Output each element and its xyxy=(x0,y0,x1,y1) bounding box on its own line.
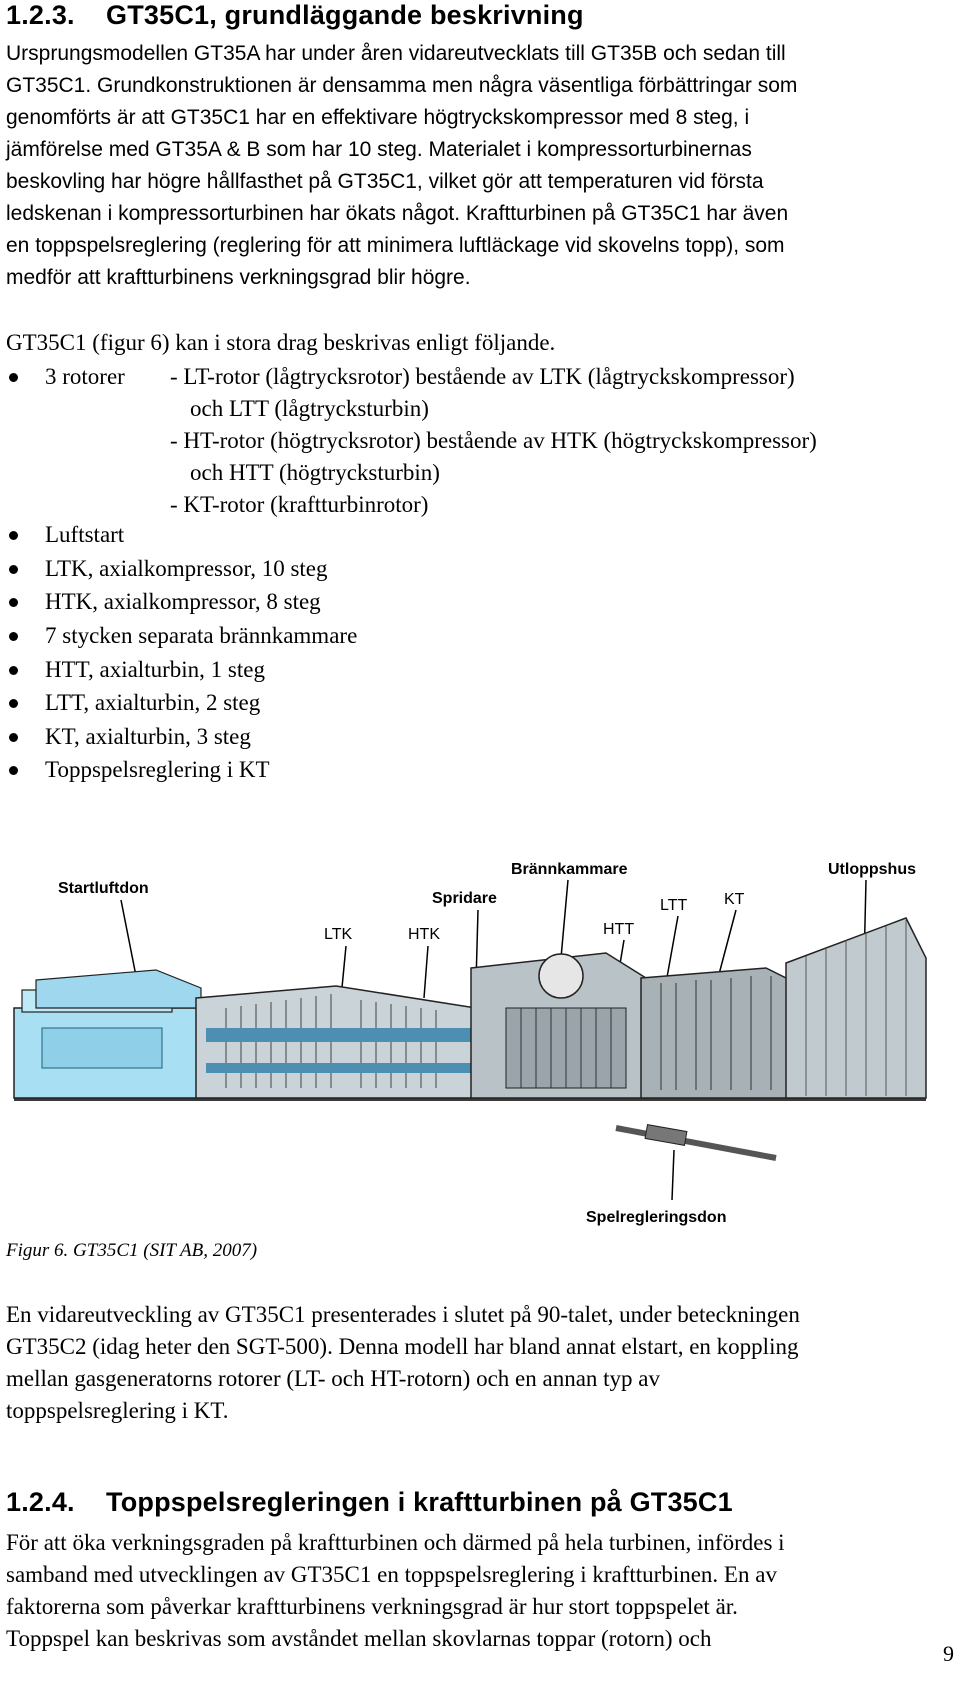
bullet-item: HTK, axialkompressor, 8 steg xyxy=(45,589,321,614)
bullet-dot xyxy=(9,733,18,742)
section-title: GT35C1, grundläggande beskrivning xyxy=(106,0,584,30)
page-number: 9 xyxy=(943,1641,954,1666)
label-ltk: LTK xyxy=(324,926,352,943)
bullet-item: 7 stycken separata brännkammare xyxy=(45,623,358,648)
figure-caption: Figur 6. GT35C1 (SIT AB, 2007) xyxy=(6,1240,258,1261)
paragraph-line: GT35C1. Grundkonstruktionen är densamma … xyxy=(6,74,798,97)
paragraph-line: toppspelsreglering i KT. xyxy=(6,1398,229,1423)
section-number: 1.2.3. xyxy=(6,0,75,30)
paragraph-line: genomförts är att GT35C1 har en effektiv… xyxy=(6,106,750,129)
bullet-dot xyxy=(9,699,18,708)
rotor-label: 3 rotorer xyxy=(45,364,125,389)
paragraph-line: medför att kraftturbinens verkningsgrad … xyxy=(6,266,471,289)
label-brannkammare: Brännkammare xyxy=(511,861,628,878)
label-startluftdon: Startluftdon xyxy=(58,880,149,897)
paragraph-line: mellan gasgeneratorns rotorer (LT- och H… xyxy=(6,1366,661,1391)
bullet-dot xyxy=(9,766,18,775)
bullet-item: KT, axialturbin, 3 steg xyxy=(45,724,251,749)
bullet-dot xyxy=(9,632,18,641)
bullet-dot xyxy=(9,666,18,675)
gas-turbine-cross-section-figure: Startluftdon LTK HTK Spridare Brännkamma… xyxy=(13,861,927,1226)
section-title: Toppspelsregleringen i kraftturbinen på … xyxy=(106,1487,733,1517)
paragraph-line: jämförelse med GT35A & B som har 10 steg… xyxy=(6,138,752,161)
paragraph-line: en toppspelsreglering (reglering för att… xyxy=(6,234,785,257)
intro-paragraph: Ursprungsmodellen GT35A har under åren v… xyxy=(6,38,797,294)
paragraph-line: Ursprungsmodellen GT35A har under åren v… xyxy=(6,42,786,65)
paragraph-toppspel: För att öka verkningsgraden på kraftturb… xyxy=(6,1527,785,1655)
rotor-line: och LTT (lågtrycksturbin) xyxy=(190,396,429,421)
rotor-line: - HT-rotor (högtrycksrotor) bestående av… xyxy=(170,428,817,453)
paragraph-line: ledskenan i kompressorturbinen har ökats… xyxy=(6,202,789,225)
label-utloppshus: Utloppshus xyxy=(828,861,916,878)
rotor-line: - LT-rotor (lågtrycksrotor) bestående av… xyxy=(170,364,795,389)
bullet-item: HTT, axialturbin, 1 steg xyxy=(45,657,265,682)
section-heading-1-2-4: 1.2.4. Toppspelsregleringen i kraftturbin… xyxy=(6,1487,733,1518)
paragraph-line: Toppspel kan beskrivas som avståndet mel… xyxy=(6,1626,712,1651)
label-htt: HTT xyxy=(603,921,634,938)
paragraph-line: För att öka verkningsgraden på kraftturb… xyxy=(6,1530,785,1555)
label-ltt: LTT xyxy=(660,897,687,914)
label-spelregleringsdon: Spelregleringsdon xyxy=(586,1209,726,1226)
bullet-item: Luftstart xyxy=(45,522,125,547)
bullet-item: LTK, axialkompressor, 10 steg xyxy=(45,556,328,581)
label-htk: HTK xyxy=(408,926,440,943)
paragraph-line: En vidareutveckling av GT35C1 presentera… xyxy=(6,1302,800,1327)
bullet-dot xyxy=(9,565,18,574)
section-heading-1-2-3: 1.2.3. GT35C1, grundläggande beskrivning xyxy=(6,0,584,31)
list-intro: GT35C1 (figur 6) kan i stora drag beskri… xyxy=(6,330,556,355)
paragraph-line: samband med utvecklingen av GT35C1 en to… xyxy=(6,1562,777,1587)
paragraph-line: GT35C2 (idag heter den SGT-500). Denna m… xyxy=(6,1334,799,1359)
bullet-item: Toppspelsreglering i KT xyxy=(45,757,270,782)
section-number: 1.2.4. xyxy=(6,1487,75,1517)
bullet-dot xyxy=(9,598,18,607)
paragraph-line: beskovling har högre hållfasthet på GT35… xyxy=(6,170,764,193)
bullet-dot xyxy=(9,373,18,382)
label-spridare: Spridare xyxy=(432,890,497,907)
paragraph-line: faktorerna som påverkar kraftturbinens v… xyxy=(6,1594,738,1619)
bullet-dot xyxy=(9,531,18,540)
rotor-line: - KT-rotor (kraftturbinrotor) xyxy=(170,492,429,517)
bullet-item: LTT, axialturbin, 2 steg xyxy=(45,690,261,715)
turbine-body xyxy=(13,917,927,1161)
paragraph-gt35c2: En vidareutveckling av GT35C1 presentera… xyxy=(6,1299,800,1427)
rotor-line: och HTT (högtrycksturbin) xyxy=(190,460,440,485)
label-kt: KT xyxy=(724,891,745,908)
